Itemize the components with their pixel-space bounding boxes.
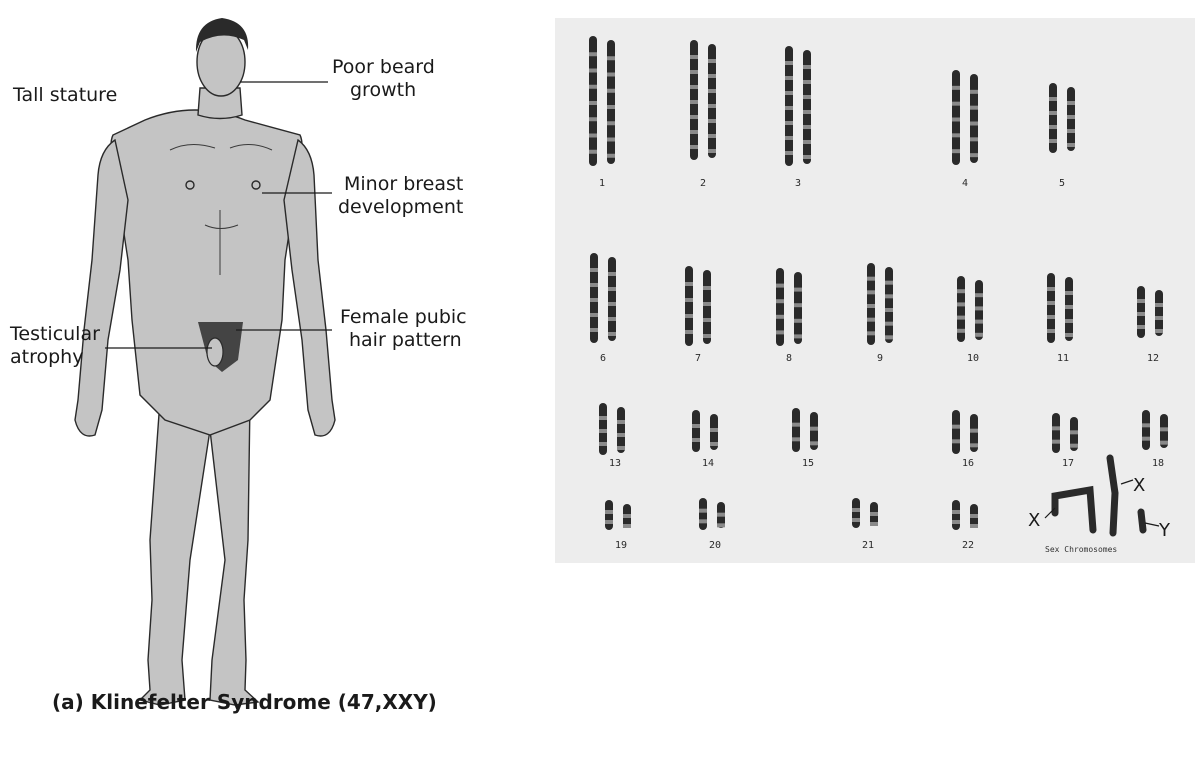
- chromosome-number-9: 9: [877, 353, 883, 364]
- chromosome-7-a: [685, 266, 693, 346]
- minor-breast-line-2: development: [338, 196, 463, 219]
- chromosome-8-a: [776, 268, 784, 346]
- chromosome-number-16: 16: [962, 458, 974, 469]
- chromosome-18-a: [1142, 410, 1150, 450]
- chromosome-15-b: [810, 412, 818, 450]
- chromosome-22-a: [952, 500, 960, 530]
- left-arm: [75, 140, 128, 436]
- chromosome-2-a: [690, 40, 698, 160]
- chromosome-16-b: [970, 414, 978, 452]
- chromosome-number-22: 22: [962, 540, 974, 551]
- chromosome-15-a: [792, 408, 800, 452]
- chromosome-14-a: [692, 410, 700, 452]
- chromosome-number-7: 7: [695, 353, 701, 364]
- tall-stature-text: Tall stature: [13, 84, 117, 107]
- chromosome-number-1: 1: [599, 178, 605, 189]
- chromosome-9-b: [885, 267, 893, 343]
- chromosome-16-a: [952, 410, 960, 454]
- chromosome-1-b: [607, 40, 615, 164]
- right-arm: [284, 140, 335, 436]
- torso: [111, 110, 302, 435]
- genitals: [207, 338, 223, 366]
- chromosome-18-b: [1160, 414, 1168, 448]
- left-leg: [140, 400, 210, 705]
- chromosome-21-a: [852, 498, 860, 528]
- x-label-left: X: [1028, 510, 1040, 531]
- chromosome-13-a: [599, 403, 607, 455]
- label-female-pubic-hair-pattern: Female pubic hair pattern: [340, 306, 467, 352]
- human-figure-illustration: [0, 0, 540, 764]
- chromosome-9-a: [867, 263, 875, 345]
- chromosome-21-b: [870, 502, 878, 526]
- chromosome-number-14: 14: [702, 458, 714, 469]
- right-leg: [210, 400, 258, 705]
- chromosome-number-13: 13: [609, 458, 621, 469]
- chromosome-10-a: [957, 276, 965, 342]
- chromosome-10-b: [975, 280, 983, 340]
- minor-breast-line-1: Minor breast: [338, 173, 463, 196]
- chromosome-number-10: 10: [967, 353, 979, 364]
- chromosome-number-4: 4: [962, 178, 968, 189]
- testicular-line-2: atrophy: [10, 346, 100, 369]
- label-tall-stature: Tall stature: [13, 84, 117, 107]
- chromosome-8-b: [794, 272, 802, 344]
- chromosome-11-a: [1047, 273, 1055, 343]
- chromosome-3-a: [785, 46, 793, 166]
- chromosome-number-8: 8: [786, 353, 792, 364]
- chromosome-number-18: 18: [1152, 458, 1164, 469]
- chromosome-17-b: [1070, 417, 1078, 451]
- y-chromosome: [1141, 512, 1143, 530]
- chromosome-number-12: 12: [1147, 353, 1159, 364]
- female-pubic-line-1: Female pubic: [340, 306, 467, 329]
- chromosome-6-b: [608, 257, 616, 341]
- female-pubic-line-2: hair pattern: [340, 329, 467, 352]
- chromosome-3-b: [803, 50, 811, 164]
- chromosome-number-2: 2: [700, 178, 706, 189]
- sex-chromosomes-caption: Sex Chromosomes: [1045, 545, 1117, 554]
- chromosome-4-a: [952, 70, 960, 165]
- poor-beard-line-1: Poor beard: [332, 56, 435, 79]
- chromosome-number-19: 19: [615, 540, 627, 551]
- chromosome-19-b: [623, 504, 631, 528]
- x-label-right: X: [1133, 475, 1145, 496]
- chromosome-12-a: [1137, 286, 1145, 338]
- y-label: Y: [1158, 520, 1171, 541]
- chromosome-number-6: 6: [600, 353, 606, 364]
- chromosome-number-20: 20: [709, 540, 721, 551]
- testicular-line-1: Testicular: [10, 323, 100, 346]
- label-minor-breast-development: Minor breast development: [338, 173, 463, 219]
- chromosome-22-b: [970, 504, 978, 528]
- chromosome-number-21: 21: [862, 540, 874, 551]
- chromosome-20-b: [717, 502, 725, 528]
- chromosome-number-11: 11: [1057, 353, 1069, 364]
- chromosome-5-b: [1067, 87, 1075, 151]
- chromosome-13-b: [617, 407, 625, 453]
- chromosome-4-b: [970, 74, 978, 163]
- chromosome-12-b: [1155, 290, 1163, 336]
- poor-beard-line-2: growth: [332, 79, 435, 102]
- label-testicular-atrophy: Testicular atrophy: [10, 323, 100, 369]
- chromosome-number-3: 3: [795, 178, 801, 189]
- chromosome-5-a: [1049, 83, 1057, 153]
- chromosome-6-a: [590, 253, 598, 343]
- chromosome-number-15: 15: [802, 458, 814, 469]
- chromosome-7-b: [703, 270, 711, 344]
- chromosome-17-a: [1052, 413, 1060, 453]
- chromosome-20-a: [699, 498, 707, 530]
- chromosome-number-17: 17: [1062, 458, 1074, 469]
- chromosome-14-b: [710, 414, 718, 450]
- chromosome-11-b: [1065, 277, 1073, 341]
- figure-caption: (a) Klinefelter Syndrome (47,XXY): [52, 690, 437, 714]
- label-poor-beard-growth: Poor beard growth: [332, 56, 435, 102]
- chromosome-number-5: 5: [1059, 178, 1065, 189]
- chromosome-1-a: [589, 36, 597, 166]
- chromosome-19-a: [605, 500, 613, 530]
- chromosome-2-b: [708, 44, 716, 158]
